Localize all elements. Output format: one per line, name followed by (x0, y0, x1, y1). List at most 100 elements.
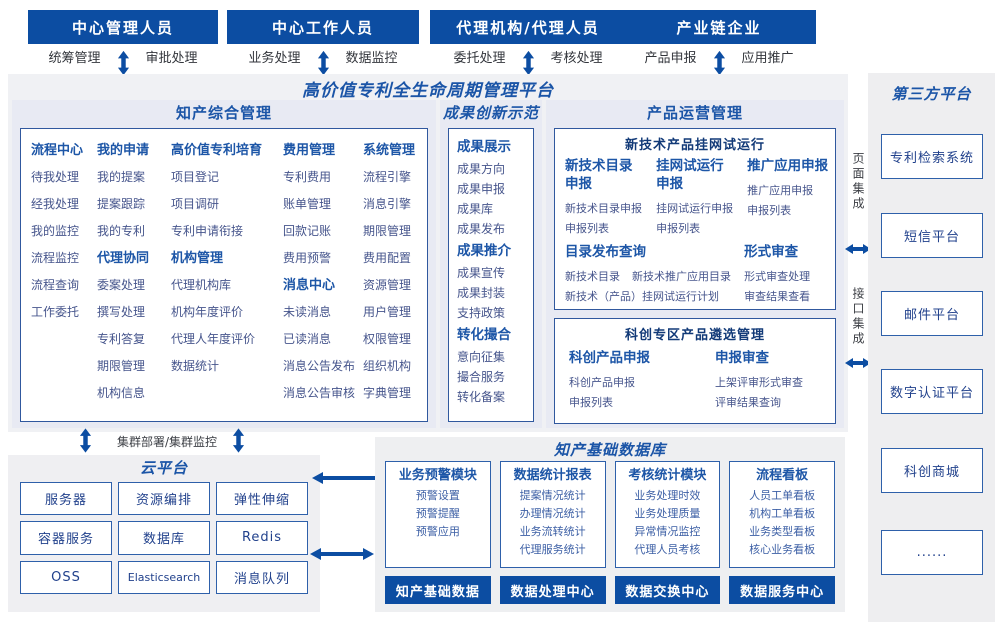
panel-innovation-demo: 成果创新示范 成果展示 成果方向 成果申报 成果库 成果发布 成果推介 成果宣传… (440, 100, 542, 428)
menu-item: 支持政策 (457, 306, 506, 320)
third-party-system-box: 专利检索系统 (881, 134, 983, 179)
menu-item: 推广应用申报 (747, 184, 814, 197)
ip-management-box: 流程中心 待我处理 经我处理 我的监控 流程监控 流程查询 工作委托 我的申请 … (20, 128, 428, 422)
menu-item: 转化备案 (457, 390, 506, 404)
menu-column: 科创产品申报 科创产品申报 申报列表 (569, 349, 689, 413)
third-party-panel: 第三方平台 专利检索系统 短信平台 邮件平台 数字认证平台 科创商城 .....… (868, 73, 995, 622)
data-center-bar: 数据交换中心 (614, 576, 721, 604)
data-center-bar: 数据处理中心 (499, 576, 606, 604)
menu-item: 意向征集 (457, 350, 506, 364)
menu-group-header: 推广应用申报 (747, 158, 829, 174)
third-party-system-box: ...... (881, 530, 983, 575)
menu-group-header: 科创产品申报 (569, 350, 650, 366)
actor-role-label: 业务处理 (248, 51, 301, 66)
menu-item: 新技术（产品）挂网试运行计划 (565, 290, 719, 303)
menu-item: 机构信息 (97, 386, 146, 400)
menu-item: 流程查询 (31, 278, 80, 292)
menu-item: 账单管理 (283, 197, 332, 211)
cloud-service-box: 服务器 (20, 482, 112, 516)
platform-title: 高价值专利全生命周期管理平台 (302, 81, 554, 101)
database-module: 业务预警模块 预警设置 预警提醒 预警应用 知产基础数据 (385, 461, 491, 604)
menu-group-header: 成果推介 (457, 243, 511, 259)
menu-item: 我的专利 (97, 224, 146, 238)
panel-title: 知产基础数据库 (553, 440, 666, 459)
horizontal-double-arrow-icon (845, 358, 871, 368)
cloud-service-box: 弹性伸缩 (216, 482, 308, 516)
module-item: 异常情况监控 (634, 525, 701, 538)
actor-header: 产业链企业 (622, 10, 816, 44)
menu-item: 费用预警 (283, 251, 332, 265)
menu-item: 用户管理 (363, 305, 412, 319)
third-party-system-box: 科创商城 (881, 448, 983, 493)
menu-group-header: 流程中心 (31, 143, 84, 158)
actor-role-label: 委托处理 (453, 51, 506, 66)
panel-title: 知产综合管理 (175, 103, 272, 122)
module-box: 流程看板 人员工单看板 机构工单看板 业务类型看板 核心业务看板 (729, 461, 835, 568)
cloud-service-box: OSS (20, 560, 112, 594)
data-center-bar: 数据服务中心 (729, 576, 835, 604)
horizontal-double-arrow-icon (845, 244, 871, 254)
menu-item: 代理机构库 (171, 278, 232, 292)
module-item: 预警设置 (415, 489, 460, 502)
actor-header: 中心工作人员 (227, 10, 419, 44)
cloud-platform-panel: 云平台 服务器 资源编排 弹性伸缩 容器服务 数据库 Redis OSS Ela… (8, 455, 320, 612)
menu-item: 回款记账 (283, 224, 332, 238)
actor-role-label: 产品申报 (644, 51, 697, 66)
menu-group-header: 目录发布查询 (565, 244, 646, 260)
third-party-system-box: 邮件平台 (881, 291, 983, 336)
menu-item: 提案跟踪 (97, 197, 146, 211)
menu-column: 申报审查 上架评审形式审查 评审结果查询 (715, 349, 839, 413)
module-item: 代理服务统计 (519, 543, 586, 556)
menu-group-header: 代理协同 (97, 251, 150, 266)
product-selection-box: 科创专区产品遴选管理 科创产品申报 科创产品申报 申报列表 申报审查 上架评审形… (554, 318, 836, 424)
menu-group-header: 挂网试运行申报 (656, 158, 724, 192)
menu-item: 新技术目录申报 (565, 202, 642, 215)
vertical-double-arrow-icon (117, 50, 129, 76)
vertical-double-arrow-icon (232, 428, 245, 453)
third-party-system-box: 数字认证平台 (881, 369, 983, 414)
module-item: 业务处理时效 (634, 489, 701, 502)
menu-item: 科创产品申报 (569, 376, 635, 389)
menu-item: 专利费用 (283, 170, 332, 184)
panel-ip-management: 知产综合管理 流程中心 待我处理 经我处理 我的监控 流程监控 流程查询 工作委… (12, 100, 436, 428)
module-item: 提案情况统计 (519, 489, 586, 502)
menu-item: 待我处理 (31, 170, 80, 184)
page-integration-label: 页面集成 (851, 152, 865, 212)
menu-item: 申报列表 (747, 204, 792, 217)
menu-item: 成果发布 (457, 222, 506, 236)
module-item: 预警提醒 (415, 507, 460, 520)
menu-item: 工作委托 (31, 305, 80, 319)
menu-item: 撮合服务 (457, 370, 506, 384)
menu-item: 我的监控 (31, 224, 80, 238)
module-item: 预警应用 (415, 525, 460, 538)
menu-item: 撰写处理 (97, 305, 146, 319)
panel-title: 云平台 (139, 458, 188, 477)
actor-header: 中心管理人员 (28, 10, 218, 44)
cloud-service-box: 容器服务 (20, 521, 112, 555)
vertical-double-arrow-icon (522, 50, 534, 76)
menu-item: 流程引擎 (363, 170, 412, 184)
actor-role-label: 数据监控 (345, 51, 398, 66)
cloud-service-box: 消息队列 (216, 560, 308, 594)
menu-item: 申报列表 (656, 222, 701, 235)
module-box: 业务预警模块 预警设置 预警提醒 预警应用 (385, 461, 491, 568)
third-party-system-box: 短信平台 (881, 213, 983, 258)
menu-item: 审查结果查看 (744, 290, 811, 303)
menu-item: 费用配置 (363, 251, 412, 265)
menu-group-header: 机构管理 (171, 251, 224, 266)
menu-group-header: 我的申请 (97, 143, 150, 158)
menu-item: 资源管理 (363, 278, 412, 292)
menu-item: 项目调研 (171, 197, 220, 211)
menu-item: 消息引擎 (363, 197, 412, 211)
menu-column: 系统管理 流程引擎 消息引擎 期限管理 费用配置 资源管理 用户管理 权限管理 … (363, 137, 427, 421)
menu-item: 组织机构 (363, 359, 412, 373)
menu-item: 我的提案 (97, 170, 146, 184)
data-center-bar: 知产基础数据 (385, 576, 491, 604)
menu-column: 挂网试运行申报 挂网试运行申报 申报列表 (656, 157, 733, 239)
cloud-service-box: Elasticsearch (118, 560, 210, 594)
menu-item: 成果封装 (457, 286, 506, 300)
vertical-double-arrow-icon (317, 50, 329, 76)
menu-item: 数据统计 (171, 359, 220, 373)
menu-item: 字典管理 (363, 386, 412, 400)
